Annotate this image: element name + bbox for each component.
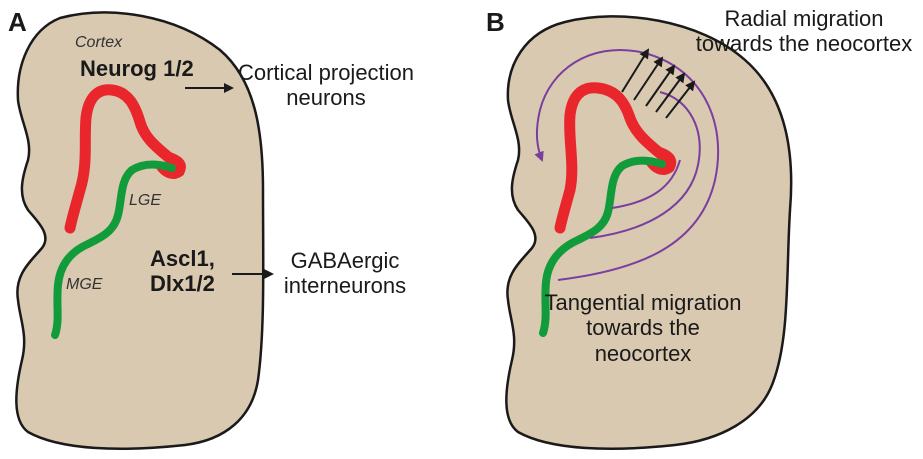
ascl1-gene-label: Ascl1, Dlx1/2	[150, 246, 215, 297]
panel-b-brain	[506, 16, 791, 448]
lge-label: LGE	[129, 192, 161, 210]
neurog-gene-label: Neurog 1/2	[80, 56, 194, 81]
panel-a-letter: A	[8, 8, 27, 38]
gabaergic-line2: interneurons	[270, 273, 420, 298]
panel-b-letter: B	[486, 8, 505, 38]
cortex-label: Cortex	[75, 34, 122, 52]
tangential-line1: Tangential migration	[533, 290, 753, 315]
radial-migration-label: Radial migration towards the neocortex	[690, 6, 918, 57]
radial-line2: towards the neocortex	[690, 31, 918, 56]
cortical-projection-label: Cortical projection neurons	[226, 60, 426, 111]
cortical-projection-line1: Cortical projection	[226, 60, 426, 85]
ascl1-line: Ascl1,	[150, 246, 215, 271]
tangential-line2: towards the	[533, 315, 753, 340]
tangential-line3: neocortex	[533, 341, 753, 366]
dlx-line: Dlx1/2	[150, 271, 215, 296]
radial-line1: Radial migration	[690, 6, 918, 31]
mge-label: MGE	[66, 276, 102, 294]
tangential-migration-label: Tangential migration towards the neocort…	[533, 290, 753, 366]
gabaergic-label: GABAergic interneurons	[270, 248, 420, 299]
panel-b-tissue	[506, 16, 791, 448]
cortical-projection-line2: neurons	[226, 85, 426, 110]
gabaergic-line1: GABAergic	[270, 248, 420, 273]
